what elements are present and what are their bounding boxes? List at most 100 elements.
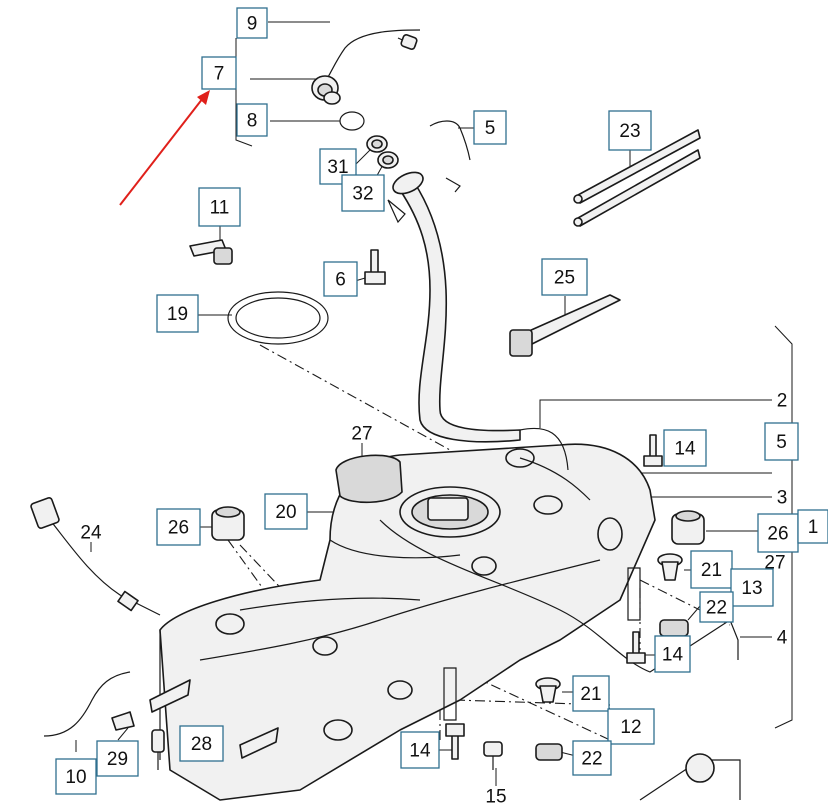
- part-label-text: 29: [107, 749, 128, 770]
- part-label-box: [690, 550, 733, 589]
- part-label-text: 24: [80, 523, 102, 544]
- part-label-text: 14: [409, 741, 431, 762]
- part-label-9: 9: [236, 7, 268, 39]
- part-label-box: [654, 635, 691, 673]
- bolt-6: [364, 249, 386, 285]
- part-label-text: 22: [706, 598, 727, 619]
- part-label-box: [699, 591, 734, 623]
- part-label-25: 25: [541, 258, 588, 296]
- part-label-box: [572, 675, 610, 712]
- part-label-22: 22: [572, 740, 612, 776]
- part-label-26: 26: [757, 513, 799, 553]
- bushing-22-upper: [659, 619, 689, 637]
- part-label-21: 21: [572, 675, 610, 712]
- part-label-text: 13: [741, 578, 762, 599]
- seal-31: [366, 135, 388, 153]
- part-label-box: [607, 708, 655, 745]
- part-label-box: [663, 429, 707, 467]
- bracket-13: [627, 567, 641, 621]
- part-label-text: 21: [701, 560, 722, 581]
- part-label-21: 21: [690, 550, 733, 589]
- part-label-4: 4: [777, 628, 788, 649]
- part-label-19: 19: [156, 294, 199, 333]
- bushing-21-lower: [535, 677, 561, 703]
- part-label-text: 12: [620, 717, 641, 738]
- part-label-5: 5: [473, 110, 507, 145]
- part-label-32: 32: [341, 174, 385, 212]
- filler-neck: [387, 120, 521, 443]
- part-label-31: 31: [319, 148, 357, 185]
- part-label-26: 26: [156, 508, 201, 546]
- part-label-text: 10: [65, 767, 86, 788]
- part-label-text: 28: [191, 734, 212, 755]
- part-label-text: 5: [485, 118, 496, 139]
- part-label-text: 7: [214, 64, 225, 85]
- valve-15: [483, 741, 503, 770]
- part-label-text: 2: [777, 391, 788, 412]
- part-label-box: [236, 103, 268, 137]
- bolt-14-a: [643, 434, 663, 467]
- part-label-box: [341, 174, 385, 212]
- part-label-13: 13: [730, 568, 774, 607]
- part-label-text: 20: [275, 502, 296, 523]
- part-label-15: 15: [485, 787, 506, 808]
- part-label-text: 6: [335, 270, 346, 291]
- part-label-10: 10: [55, 758, 97, 795]
- part-label-text: 26: [767, 524, 788, 545]
- part-label-text: 15: [485, 787, 506, 808]
- part-label-box: [764, 422, 799, 461]
- part-label-text: 31: [327, 157, 348, 178]
- bolt-14-c: [445, 723, 465, 760]
- lock-ring-19: [227, 291, 329, 345]
- grommet-7: [311, 75, 341, 105]
- fuel-lines: [379, 427, 739, 673]
- part-label-box: [201, 56, 237, 90]
- part-label-29: 29: [96, 740, 139, 777]
- sensor-28: [151, 729, 165, 770]
- clip-29: [111, 711, 135, 731]
- flap-right: [239, 727, 279, 759]
- part-label-text: 27: [764, 553, 785, 574]
- seal-32: [377, 151, 399, 169]
- part-label-text: 11: [210, 198, 230, 219]
- part-label-8: 8: [236, 103, 268, 137]
- part-label-text: 14: [674, 439, 696, 460]
- part-label-2: 2: [777, 391, 788, 412]
- part-label-text: 3: [777, 488, 788, 509]
- part-label-box: [96, 740, 139, 777]
- part-label-box: [757, 513, 799, 553]
- part-label-27: 27: [351, 424, 372, 445]
- harness-24: [30, 497, 161, 616]
- part-label-box: [797, 509, 828, 544]
- bracket-12: [443, 667, 457, 721]
- sensor-25: [509, 294, 621, 357]
- part-label-box: [608, 110, 652, 151]
- hose-10: [43, 671, 131, 737]
- part-label-text: 26: [168, 518, 189, 539]
- flap-left: [149, 679, 191, 713]
- part-label-box: [156, 508, 201, 546]
- part-label-7: 7: [201, 56, 237, 90]
- part-label-box: [198, 187, 241, 227]
- part-label-text: 25: [554, 268, 575, 289]
- part-label-22: 22: [699, 591, 734, 623]
- wiring-harness-9: [324, 29, 421, 83]
- part-label-text: 21: [580, 684, 601, 705]
- part-label-3: 3: [777, 488, 788, 509]
- part-label-box: [572, 740, 612, 776]
- valve-11: [189, 239, 233, 265]
- part-label-24: 24: [80, 523, 102, 544]
- part-label-box: [400, 731, 440, 769]
- part-label-box: [473, 110, 507, 145]
- tension-straps-23: [573, 129, 701, 227]
- pump-module-20: [399, 486, 501, 538]
- part-label-text: 1: [808, 517, 819, 538]
- part-label-20: 20: [264, 493, 308, 530]
- part-label-box: [236, 7, 268, 39]
- part-label-box: [730, 568, 774, 607]
- part-label-1: 1: [797, 509, 828, 544]
- part-label-text: 9: [247, 14, 258, 35]
- part-label-5: 5: [764, 422, 799, 461]
